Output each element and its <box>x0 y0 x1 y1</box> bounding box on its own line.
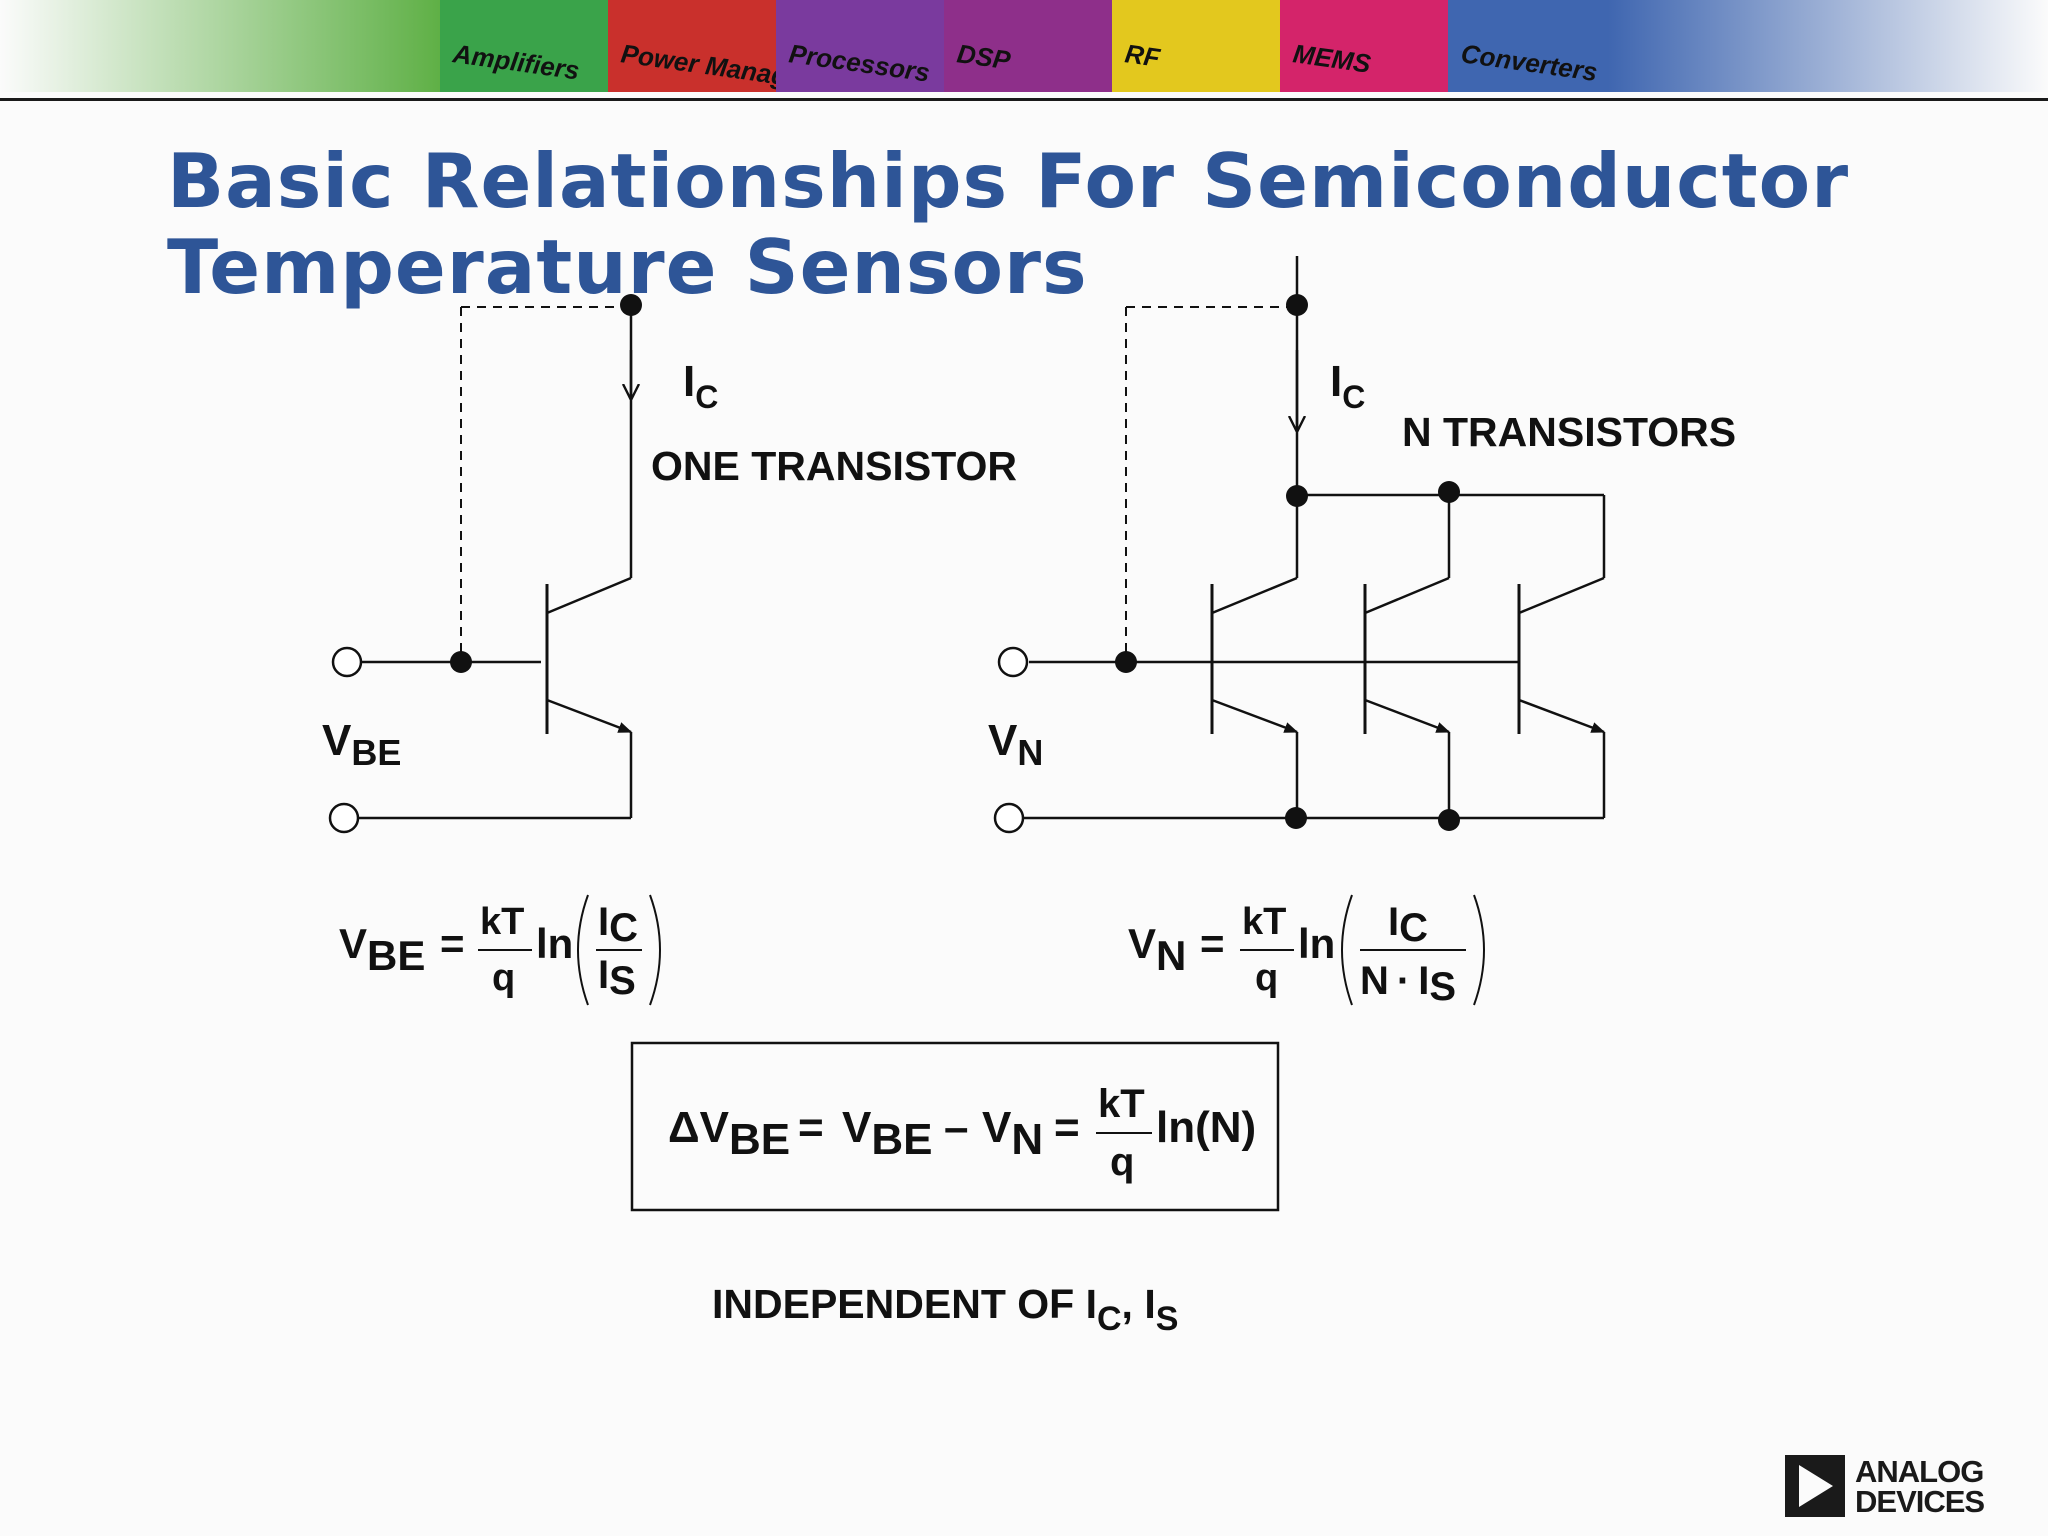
transistor-collector <box>546 576 632 615</box>
terminal-bottom <box>993 802 1025 834</box>
paren-right <box>649 894 661 1006</box>
ic-label-one: IC <box>683 357 718 415</box>
transistor-2-emitter-arrow <box>1364 698 1451 734</box>
banner-tile <box>1448 0 1616 92</box>
ln-label: ln <box>536 920 573 967</box>
banner-tile-label: DSP <box>955 38 1013 75</box>
delta-vbe: ΔVBE <box>668 1103 790 1164</box>
banner-tile <box>776 0 944 92</box>
equation-strokes <box>478 894 1485 1212</box>
header-rule <box>0 98 2048 101</box>
node-dot <box>1285 807 1307 829</box>
node-dot <box>1286 485 1308 507</box>
analog-devices-logo: ANALOG DEVICES <box>1785 1455 1995 1519</box>
vbe-term: VBE <box>842 1103 932 1164</box>
terminal-top <box>997 646 1029 678</box>
transistor-2-collector <box>1364 576 1450 615</box>
equation-lhs: VBE <box>339 920 425 979</box>
transistor-emitter-arrow <box>546 698 633 734</box>
ic-label-n: IC <box>1330 357 1365 415</box>
paren-left <box>577 894 589 1006</box>
fraction-numerator: kT <box>1098 1082 1145 1126</box>
equals-2: = <box>1054 1103 1080 1152</box>
logo-mark-icon <box>1785 1455 1845 1517</box>
banner-tile <box>944 0 1112 92</box>
page-title: Basic Relationships For Semiconductor Te… <box>167 138 1967 310</box>
fraction-numerator: kT <box>1242 901 1286 943</box>
node-dot <box>1286 294 1308 316</box>
transistor-1-collector <box>1211 576 1298 615</box>
vn-term: VN <box>982 1103 1043 1164</box>
equation-equals: = <box>440 920 465 967</box>
ratio-denominator: N·IS <box>1360 959 1456 1009</box>
node-dot <box>1438 809 1460 831</box>
node-dot <box>1115 651 1137 673</box>
banner-tile-label: RF <box>1123 38 1163 73</box>
title-line-1: Basic Relationships For Semiconductor <box>167 137 1850 225</box>
ratio-denominator: IS <box>598 953 636 1003</box>
banner-tile <box>1112 0 1280 92</box>
banner-tile <box>1280 0 1448 92</box>
node-dot <box>450 651 472 673</box>
equation-vn: VN = kT q ln IC N·IS <box>1128 900 1456 1009</box>
fraction-denominator: q <box>492 957 515 999</box>
terminal-bottom <box>328 802 360 834</box>
equation-delta-vbe: ΔVBE = VBE – VN = kT q ln(N) <box>668 1082 1256 1184</box>
transistor-1-emitter-arrow <box>1211 698 1299 734</box>
node-dot <box>620 294 642 316</box>
ln-n: ln(N) <box>1156 1103 1256 1152</box>
terminal-top <box>331 646 363 678</box>
paren-right <box>1473 894 1485 1006</box>
transistor-3-emitter-arrow <box>1518 698 1606 734</box>
ratio-numerator: IC <box>1388 900 1428 950</box>
ln-label: ln <box>1298 920 1335 967</box>
one-transistor-circuit <box>328 294 642 834</box>
fraction-denominator: q <box>1255 957 1278 999</box>
n-transistors-label: N TRANSISTORS <box>1402 409 1736 455</box>
equation-lhs: VN <box>1128 920 1186 979</box>
minus-sign: – <box>944 1103 968 1152</box>
logo-text: ANALOG DEVICES <box>1855 1454 1985 1519</box>
vbe-label: VBE <box>322 716 401 773</box>
banner-fade-right <box>1608 0 2048 92</box>
banner-fade-left <box>0 0 440 92</box>
paren-left <box>1341 894 1353 1006</box>
vn-label: VN <box>988 716 1043 773</box>
banner-tile <box>608 0 776 92</box>
transistor-3-collector <box>1518 576 1605 615</box>
fraction-numerator: kT <box>480 901 524 943</box>
n-transistor-circuit <box>993 256 1606 834</box>
result-box <box>630 1041 1280 1212</box>
equation-equals: = <box>1200 920 1225 967</box>
banner-tile <box>440 0 608 92</box>
equation-vbe: VBE = kT q ln IC IS <box>339 900 638 1003</box>
independence-note: INDEPENDENT OF IC, IS <box>712 1281 1178 1338</box>
node-dot <box>1438 481 1460 503</box>
ratio-numerator: IC <box>598 900 638 950</box>
equals-1: = <box>798 1103 824 1152</box>
one-transistor-label: ONE TRANSISTOR <box>651 443 1017 489</box>
fraction-denominator: q <box>1110 1140 1134 1184</box>
